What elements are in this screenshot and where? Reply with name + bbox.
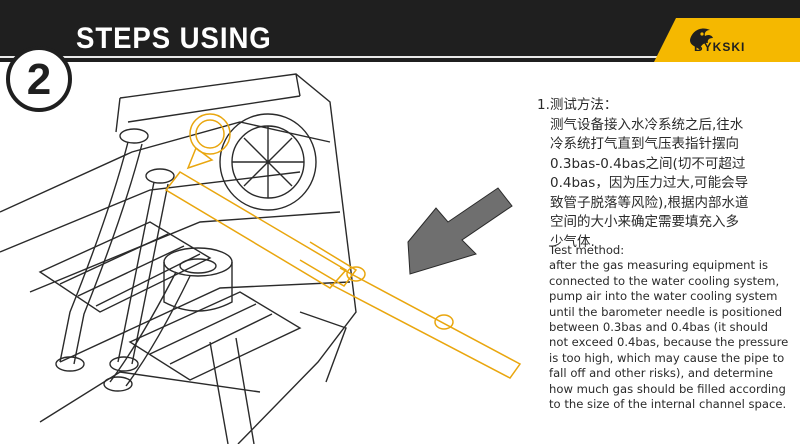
instructions-english-line: how much gas should be filled according: [549, 381, 786, 396]
instructions-english-line: after the gas measuring equipment is: [549, 258, 769, 273]
instructions-english-line: between 0.3bas and 0.4bas (it should: [549, 320, 768, 335]
instructions-english-line: is too high, which may cause the pipe to: [549, 350, 785, 365]
instructions-chinese-title: 1.测试方法：: [537, 97, 618, 113]
page-title: STEPS USING: [76, 22, 272, 55]
instructions-chinese-line: 0.3bas-0.4bas之间(切不可超过: [550, 155, 746, 172]
instructions-english-line: connected to the water cooling system,: [549, 273, 780, 288]
instructions-english-line: fall off and other risks), and determine: [549, 366, 774, 381]
instructions-english-line: to the size of the internal channel spac…: [549, 397, 787, 412]
instructions-chinese-line: 测气设备接入水冷系统之后,往水: [550, 116, 744, 133]
instructions-chinese-line: 致管子脱落等风险),根据内部水道: [550, 194, 749, 211]
brand-logo: [654, 18, 800, 62]
step-number-badge: [6, 46, 72, 112]
brand-name: BYKSKI: [694, 40, 746, 54]
instructions-chinese-line: 冷系统打气直到气压表指针摆向: [550, 136, 739, 152]
pointer-arrow-icon: [407, 187, 513, 275]
instructions-chinese: 1.测试方法： 测气设备接入水冷系统之后,往水 冷系统打气直到气压表指针摆向 0…: [537, 96, 792, 252]
instructions-english-line: pump air into the water cooling system: [549, 289, 778, 304]
instructions-chinese-line: 少气体.: [550, 233, 595, 250]
instructions-english-title: Test method:: [549, 243, 625, 257]
instructions-english-line: not exceed 0.4bas, because the pressure: [549, 335, 789, 350]
step-number: 2: [26, 55, 52, 104]
instructions-chinese-line: 0.4bas，因为压力过大,可能会导: [550, 175, 749, 191]
instructions-english-line: until the barometer needle is positioned: [549, 304, 783, 319]
instructions-english: Test method: after the gas measuring equ…: [549, 243, 794, 412]
dragon-icon: [690, 28, 713, 50]
instructions-chinese-line: 空间的大小来确定需要填充入多: [550, 214, 739, 230]
water-cooling-air-pump-illustration: [0, 73, 522, 444]
header-divider: [0, 56, 800, 58]
